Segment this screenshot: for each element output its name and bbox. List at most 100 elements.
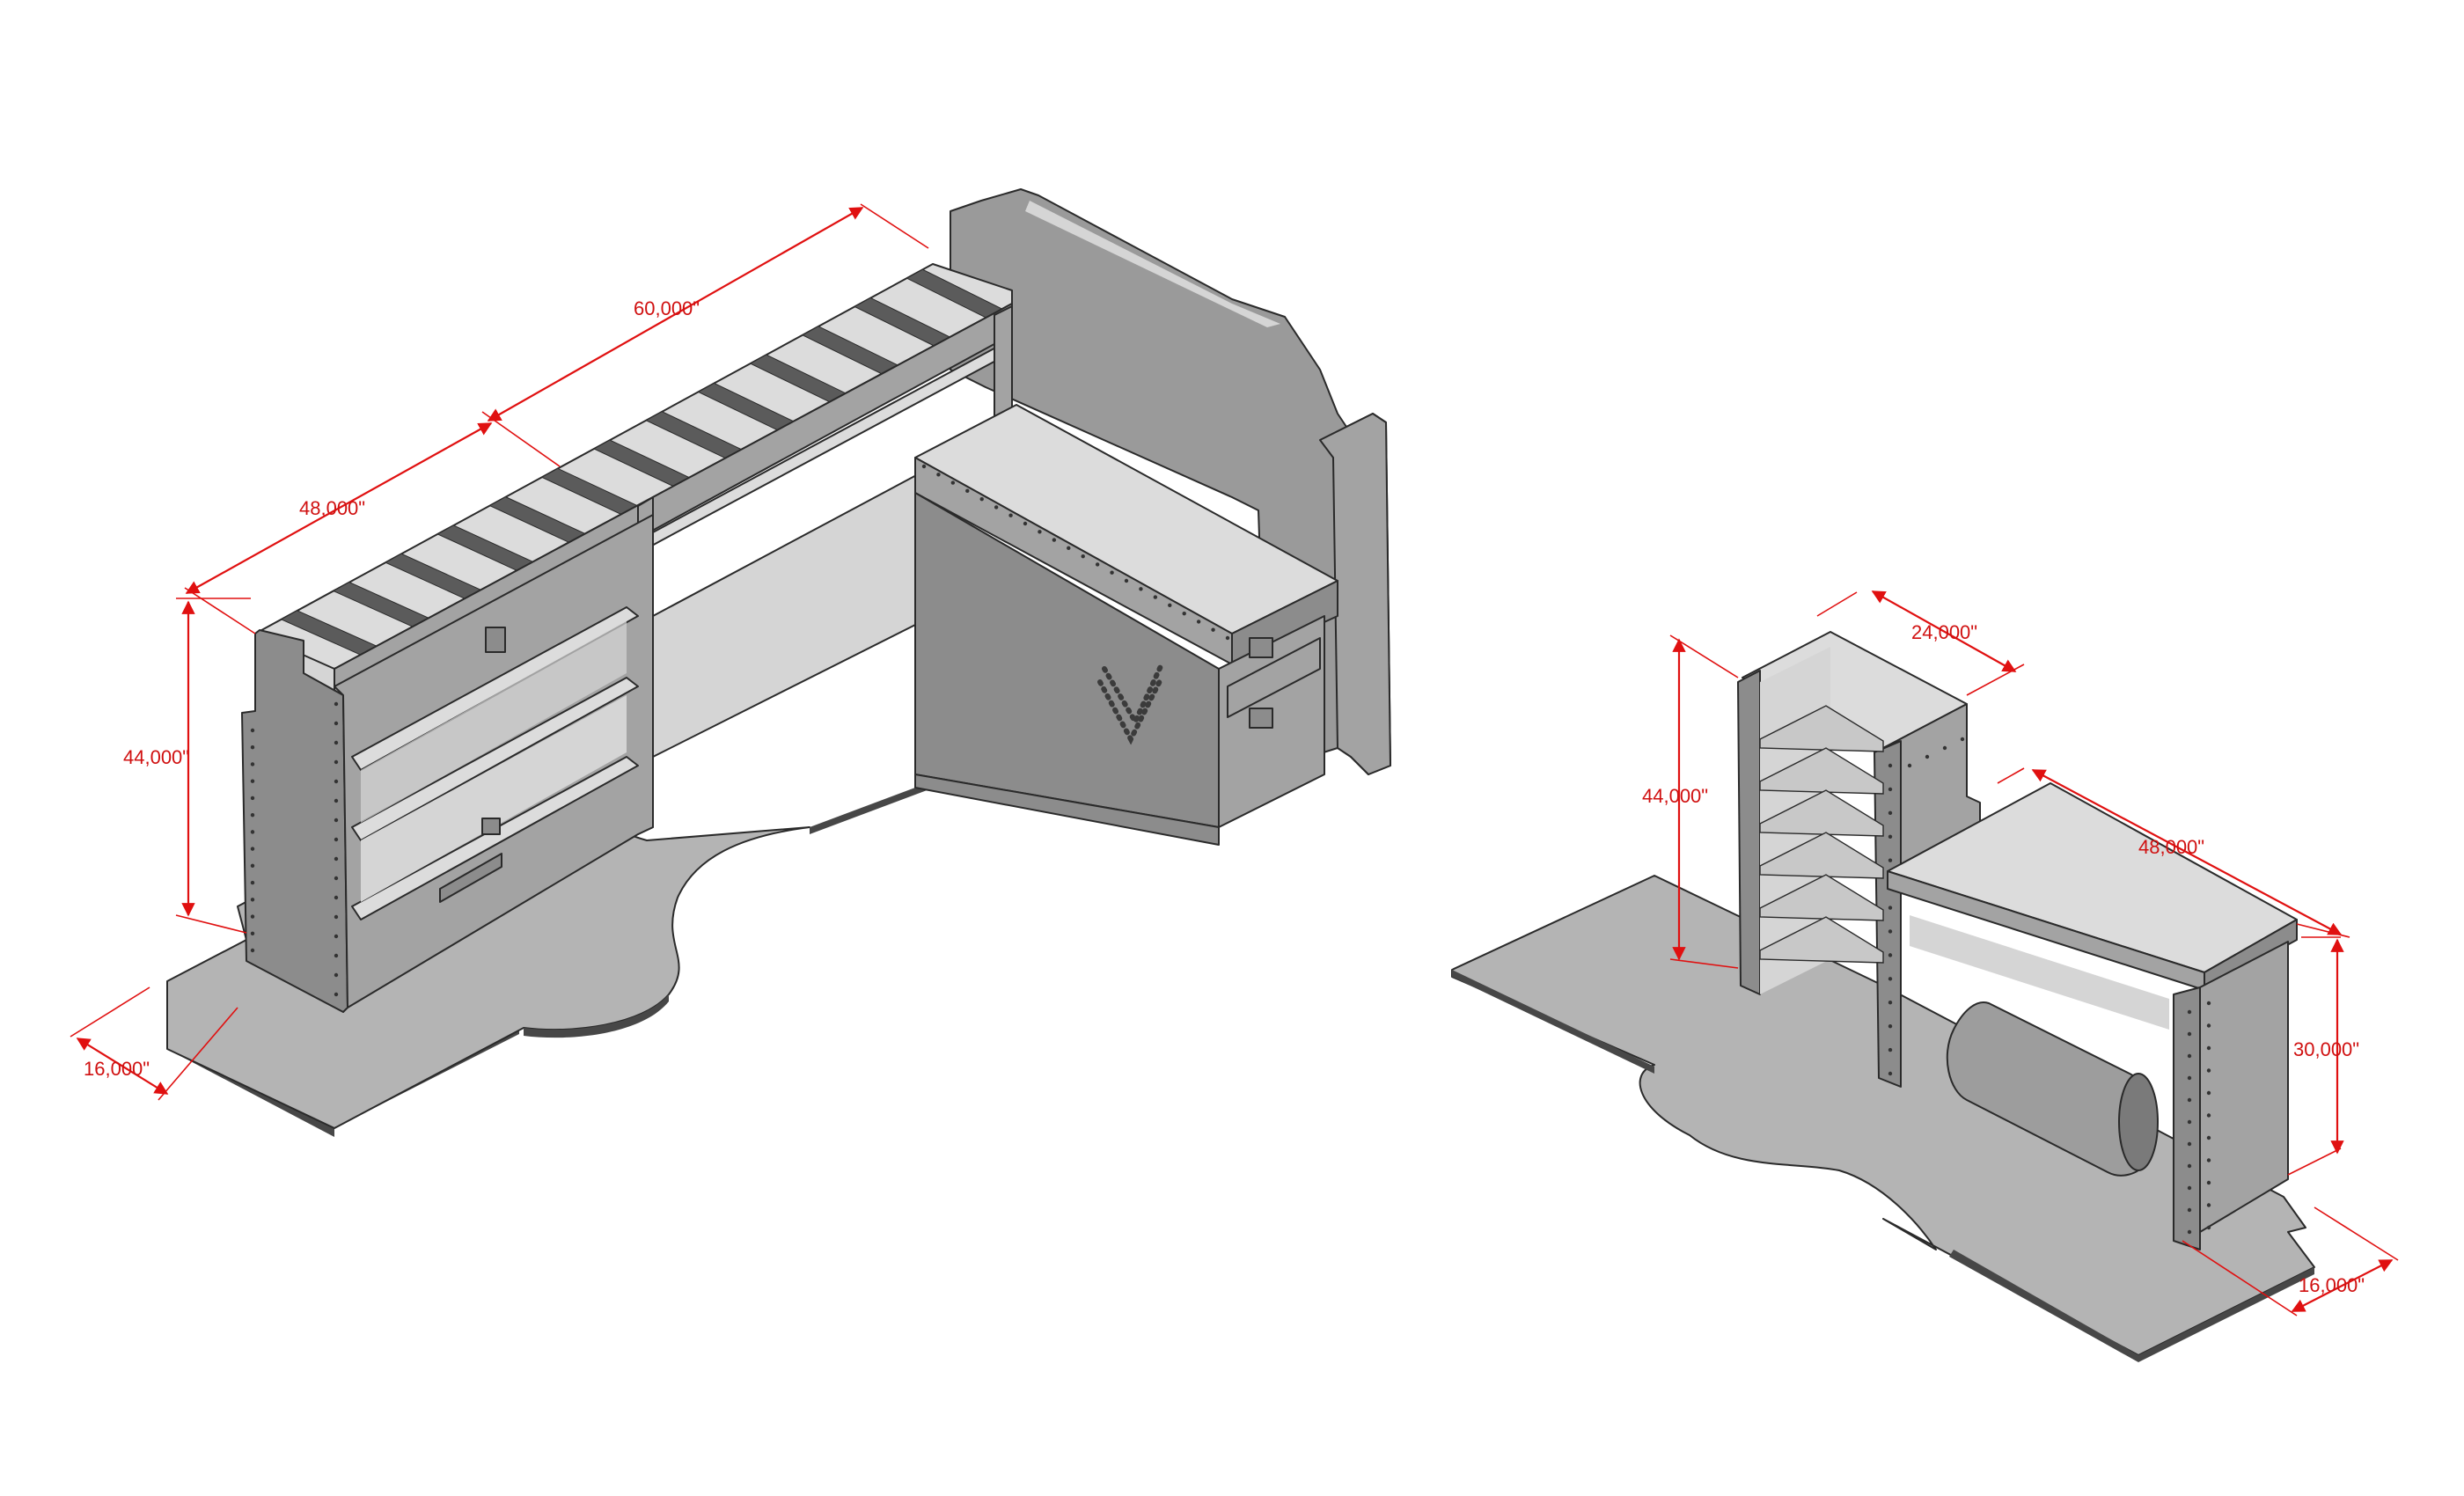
dim-right-bench-height-label: 30,000": [2293, 1038, 2359, 1060]
mount-hole: [1196, 620, 1201, 624]
v-logo-icon: [1097, 662, 1164, 745]
mount-hole: [965, 488, 970, 494]
mount-hole: [334, 837, 339, 842]
left-shelving-assembly: [166, 188, 1391, 1137]
dim-right-bench-length-label: 48,000": [2138, 836, 2204, 858]
dim-left-depth-label: 16,000": [84, 1058, 150, 1080]
mount-hole: [1038, 530, 1042, 534]
dim-right-depth-label: 16,000": [2299, 1274, 2365, 1296]
mount-hole: [1023, 521, 1028, 526]
right-shelving-assembly: [1451, 631, 2315, 1362]
mount-hole: [1081, 554, 1085, 559]
mount-hole: [1888, 1047, 1893, 1052]
dim-right-tower-width: 24,000": [1816, 590, 2025, 696]
mount-hole: [334, 818, 339, 823]
mount-hole: [2206, 1203, 2211, 1207]
mount-hole: [1153, 595, 1158, 599]
tower-shelf: [1759, 789, 1884, 837]
mount-hole: [1168, 603, 1172, 608]
mount-hole: [1888, 906, 1893, 910]
mount-hole: [334, 740, 339, 745]
mount-hole: [1888, 787, 1893, 792]
mount-hole: [1052, 538, 1057, 542]
mount-hole: [1960, 737, 1965, 742]
dimension-annotations: 60,000" 48,000" 44,000" 16,000" 24,000: [70, 203, 2399, 1316]
mount-hole: [250, 812, 255, 818]
mount-hole: [1888, 1071, 1893, 1076]
mount-hole: [1888, 929, 1893, 934]
left-drawer-cabinet: [914, 404, 1338, 846]
mount-hole: [1182, 611, 1186, 616]
mount-hole: [334, 934, 339, 939]
dim-left-depth: 16,000": [70, 986, 238, 1101]
mount-hole: [2187, 1053, 2192, 1059]
mount-hole: [1110, 570, 1114, 575]
mount-hole: [979, 496, 984, 502]
mount-hole: [250, 898, 255, 902]
mount-hole: [1139, 587, 1143, 591]
mount-hole: [1907, 763, 1912, 768]
mount-hole: [250, 931, 255, 935]
mount-hole: [2187, 1229, 2192, 1235]
mount-hole: [2206, 1090, 2211, 1096]
tower-shelf: [1759, 874, 1884, 921]
mount-hole: [1888, 834, 1893, 839]
dim-left-height-label: 44,000": [123, 746, 189, 768]
mount-hole: [2206, 1135, 2211, 1140]
mount-hole: [2206, 1225, 2211, 1230]
mount-hole: [2206, 1001, 2211, 1006]
mount-hole: [1888, 977, 1893, 981]
mount-hole: [2206, 1113, 2211, 1118]
mount-hole: [1888, 1023, 1893, 1029]
mount-hole: [250, 863, 255, 869]
mount-hole: [1095, 562, 1100, 567]
mount-hole: [250, 728, 255, 733]
right-bench-holes: [2187, 1001, 2211, 1235]
right-tower-shelves: [1759, 705, 1884, 964]
dim-right-bench-length: 48,000": [1997, 767, 2350, 938]
mount-hole: [250, 796, 255, 801]
left-cabinet-holes: [250, 701, 339, 997]
mount-hole: [2187, 1207, 2192, 1213]
mount-hole: [1888, 953, 1893, 957]
dim-left-section-length: 48,000": [184, 422, 493, 634]
mount-hole: [250, 762, 255, 766]
mount-hole: [1211, 627, 1215, 632]
mount-hole: [334, 856, 339, 862]
mount-hole: [334, 701, 339, 707]
tower-shelf: [1759, 705, 1884, 752]
mount-hole: [334, 992, 339, 997]
dim-left-section-length-label: 48,000": [299, 497, 365, 519]
mount-hole: [1225, 635, 1230, 641]
dim-right-depth: 16,000": [2182, 1206, 2399, 1316]
mount-hole: [1067, 546, 1071, 551]
mount-hole: [1942, 745, 1947, 751]
mount-hole: [2187, 1097, 2192, 1103]
mount-hole: [250, 880, 255, 885]
mount-hole: [994, 505, 999, 510]
mount-hole: [250, 779, 255, 783]
mount-hole: [1008, 513, 1013, 517]
mount-hole: [2206, 1068, 2211, 1073]
mount-hole: [2187, 1031, 2192, 1037]
mount-hole: [1888, 763, 1893, 768]
dim-right-tower-height-label: 44,000": [1642, 785, 1708, 807]
mount-hole: [2187, 1185, 2192, 1191]
mount-hole: [2187, 1009, 2192, 1015]
mount-hole: [334, 779, 339, 784]
dim-right-tower-height: 44,000": [1642, 634, 1739, 969]
mount-hole: [250, 745, 255, 750]
dim-right-bench-height: 30,000": [2287, 936, 2359, 1176]
tank-icon: [1946, 1001, 2159, 1177]
mount-hole: [334, 798, 339, 803]
mount-hole: [1124, 578, 1129, 583]
mount-hole: [250, 830, 255, 834]
dim-left-overall-length: 60,000": [481, 203, 929, 467]
tower-shelf: [1759, 747, 1884, 795]
mount-hole: [334, 953, 339, 958]
mount-hole: [334, 914, 339, 920]
mount-hole: [2187, 1141, 2192, 1147]
right-floor-plate: [1451, 875, 2315, 1362]
mount-hole: [334, 876, 339, 881]
